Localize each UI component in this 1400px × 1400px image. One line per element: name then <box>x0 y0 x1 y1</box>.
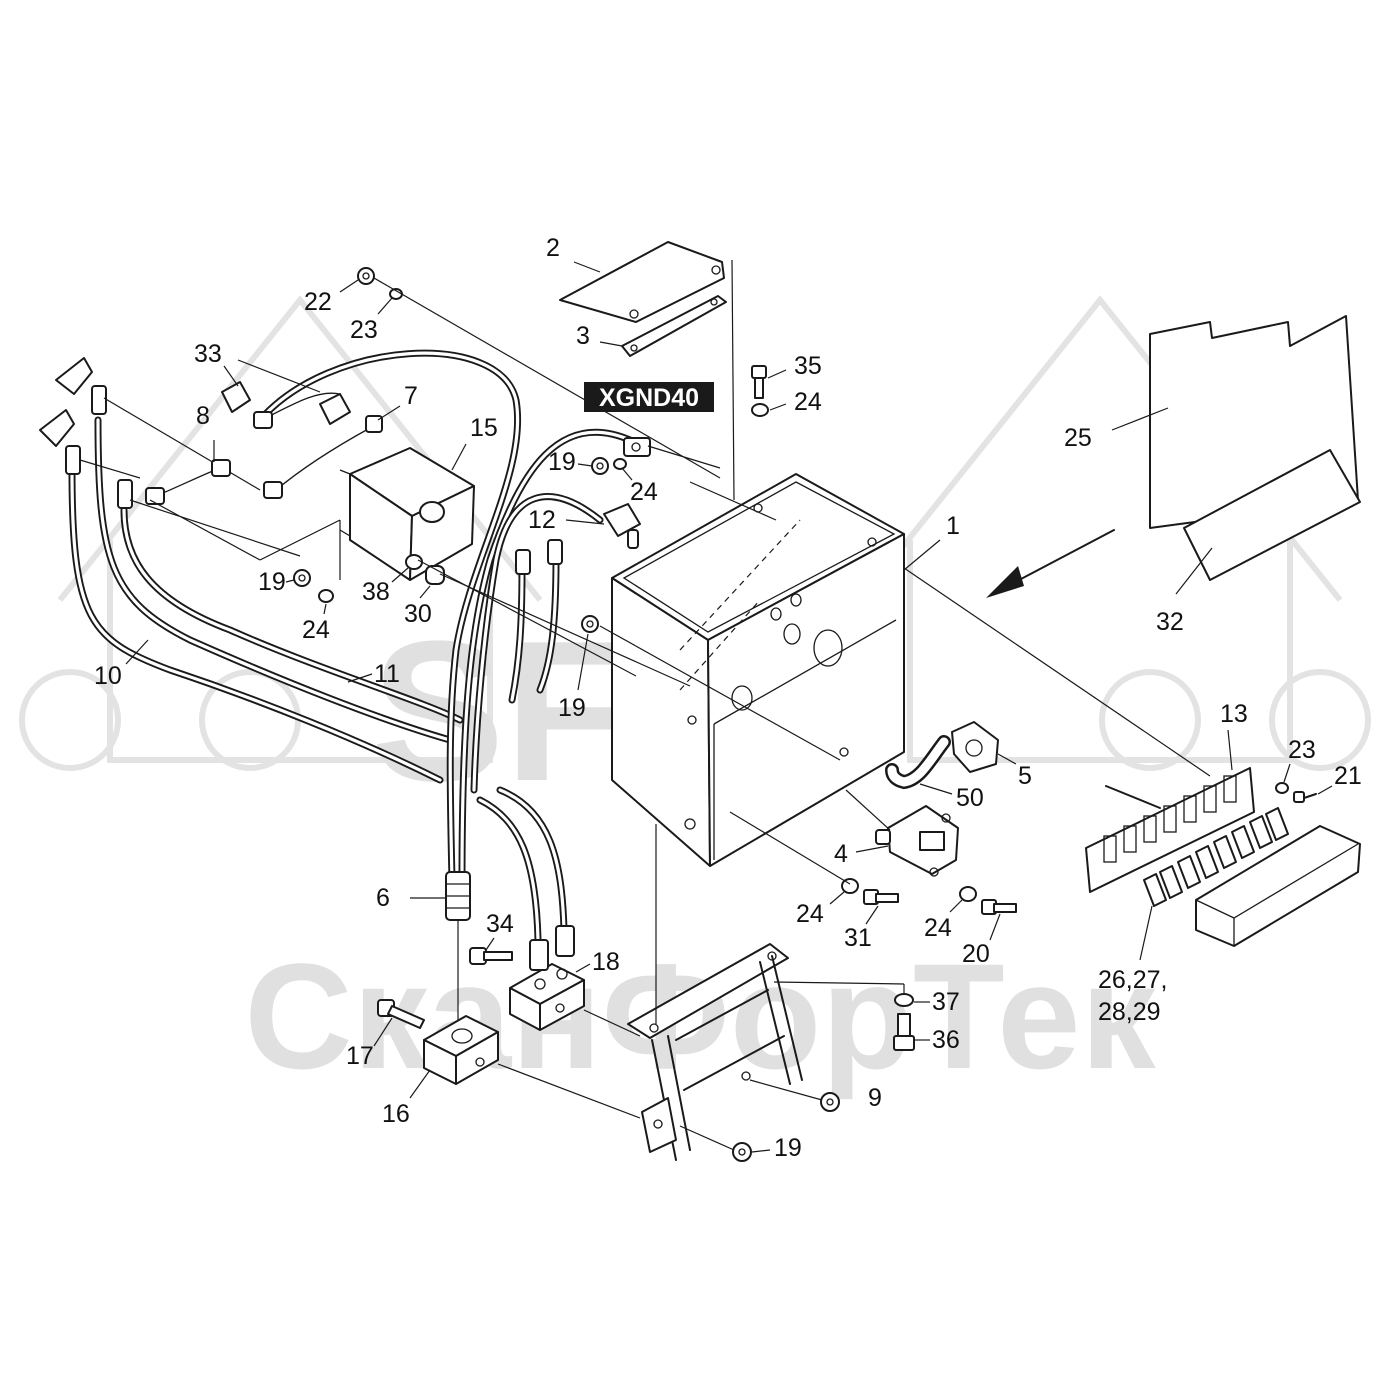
part-bolt-17 <box>377 999 425 1029</box>
label-33: 33 <box>194 340 222 368</box>
label-21: 21 <box>1334 762 1362 790</box>
part-hose-50 <box>885 735 951 790</box>
label-37: 37 <box>932 988 960 1016</box>
label-9: 9 <box>868 1084 882 1112</box>
ground-lug <box>623 437 651 457</box>
watermark-wheel-right2 <box>1269 669 1371 771</box>
label-24-a: 24 <box>794 388 822 416</box>
label-12: 12 <box>528 506 556 534</box>
watermark-wheel-left <box>19 669 121 771</box>
label-24-b: 24 <box>630 478 658 506</box>
label-6: 6 <box>376 884 390 912</box>
label-11: 11 <box>374 660 400 688</box>
label-25: 25 <box>1064 424 1092 452</box>
callout-labels: 1 2 3 4 5 6 7 8 9 10 11 12 13 15 16 17 1… <box>94 234 1362 1162</box>
part-screw-21 <box>1275 782 1317 803</box>
leader-1 <box>903 539 941 571</box>
label-3: 3 <box>576 322 590 350</box>
label-19-c: 19 <box>558 694 586 722</box>
part-bolt-34 <box>469 947 513 965</box>
part-block-18 <box>509 963 585 1031</box>
label-4: 4 <box>834 840 848 868</box>
label-24-d: 24 <box>796 900 824 928</box>
label-10: 10 <box>94 662 122 690</box>
label-13: 13 <box>1220 700 1248 728</box>
label-15: 15 <box>470 414 498 442</box>
label-22: 22 <box>304 288 332 316</box>
part-bolt-35 <box>751 365 769 417</box>
label-32: 32 <box>1156 608 1184 636</box>
label-16: 16 <box>382 1100 410 1128</box>
cable-lugs <box>39 357 563 575</box>
label-50: 50 <box>956 784 984 812</box>
part-nuts-9-19 <box>732 1092 840 1162</box>
label-1: 1 <box>946 512 960 540</box>
label-38: 38 <box>362 578 390 606</box>
label-2: 2 <box>546 234 560 262</box>
part-block-16 <box>423 1015 499 1085</box>
part-sleeves-18 <box>529 925 575 971</box>
ground-tag-text: XGND40 <box>599 384 699 412</box>
part-fuse-cover <box>1195 825 1361 947</box>
label-19-d: 19 <box>774 1134 802 1162</box>
watermark-wheel-right <box>1099 669 1201 771</box>
label-18: 18 <box>592 948 620 976</box>
part-switch-12 <box>603 503 641 549</box>
part-label-32 <box>1183 449 1361 581</box>
part-cover-2 <box>559 241 725 323</box>
label-23-a: 23 <box>350 316 378 344</box>
part-bracket <box>627 943 803 1161</box>
label-24-c: 24 <box>302 616 330 644</box>
label-36: 36 <box>932 1026 960 1054</box>
ground-tag: XGND40 <box>584 382 714 412</box>
part-relay-15 <box>339 447 475 581</box>
label-7: 7 <box>404 382 418 410</box>
label-19-a: 19 <box>548 448 576 476</box>
label-34: 34 <box>486 910 514 938</box>
label-5: 5 <box>1018 762 1032 790</box>
label-35: 35 <box>794 352 822 380</box>
label-23-b: 23 <box>1288 736 1316 764</box>
part-strip-3 <box>621 295 727 357</box>
part-connector-5 <box>951 721 999 773</box>
part-box-1 <box>611 473 905 867</box>
label-20: 20 <box>962 940 990 968</box>
label-28-29: 28,29 <box>1098 998 1161 1026</box>
part-fuse-panel-13 <box>1085 767 1255 893</box>
label-31: 31 <box>844 924 872 952</box>
label-24-e: 24 <box>924 914 952 942</box>
part-plug-4 <box>875 805 959 877</box>
part-fuses-26-29 <box>1143 807 1289 907</box>
part-bolt-36 <box>893 993 915 1051</box>
label-17: 17 <box>346 1042 374 1070</box>
part-sleeve-6 <box>445 871 471 921</box>
cable-bundle <box>68 349 634 944</box>
label-26-27: 26,27, <box>1098 966 1168 994</box>
label-19-b: 19 <box>258 568 286 596</box>
label-8: 8 <box>196 402 210 430</box>
label-30: 30 <box>404 600 432 628</box>
part-bolts-31-20 <box>841 878 1017 915</box>
